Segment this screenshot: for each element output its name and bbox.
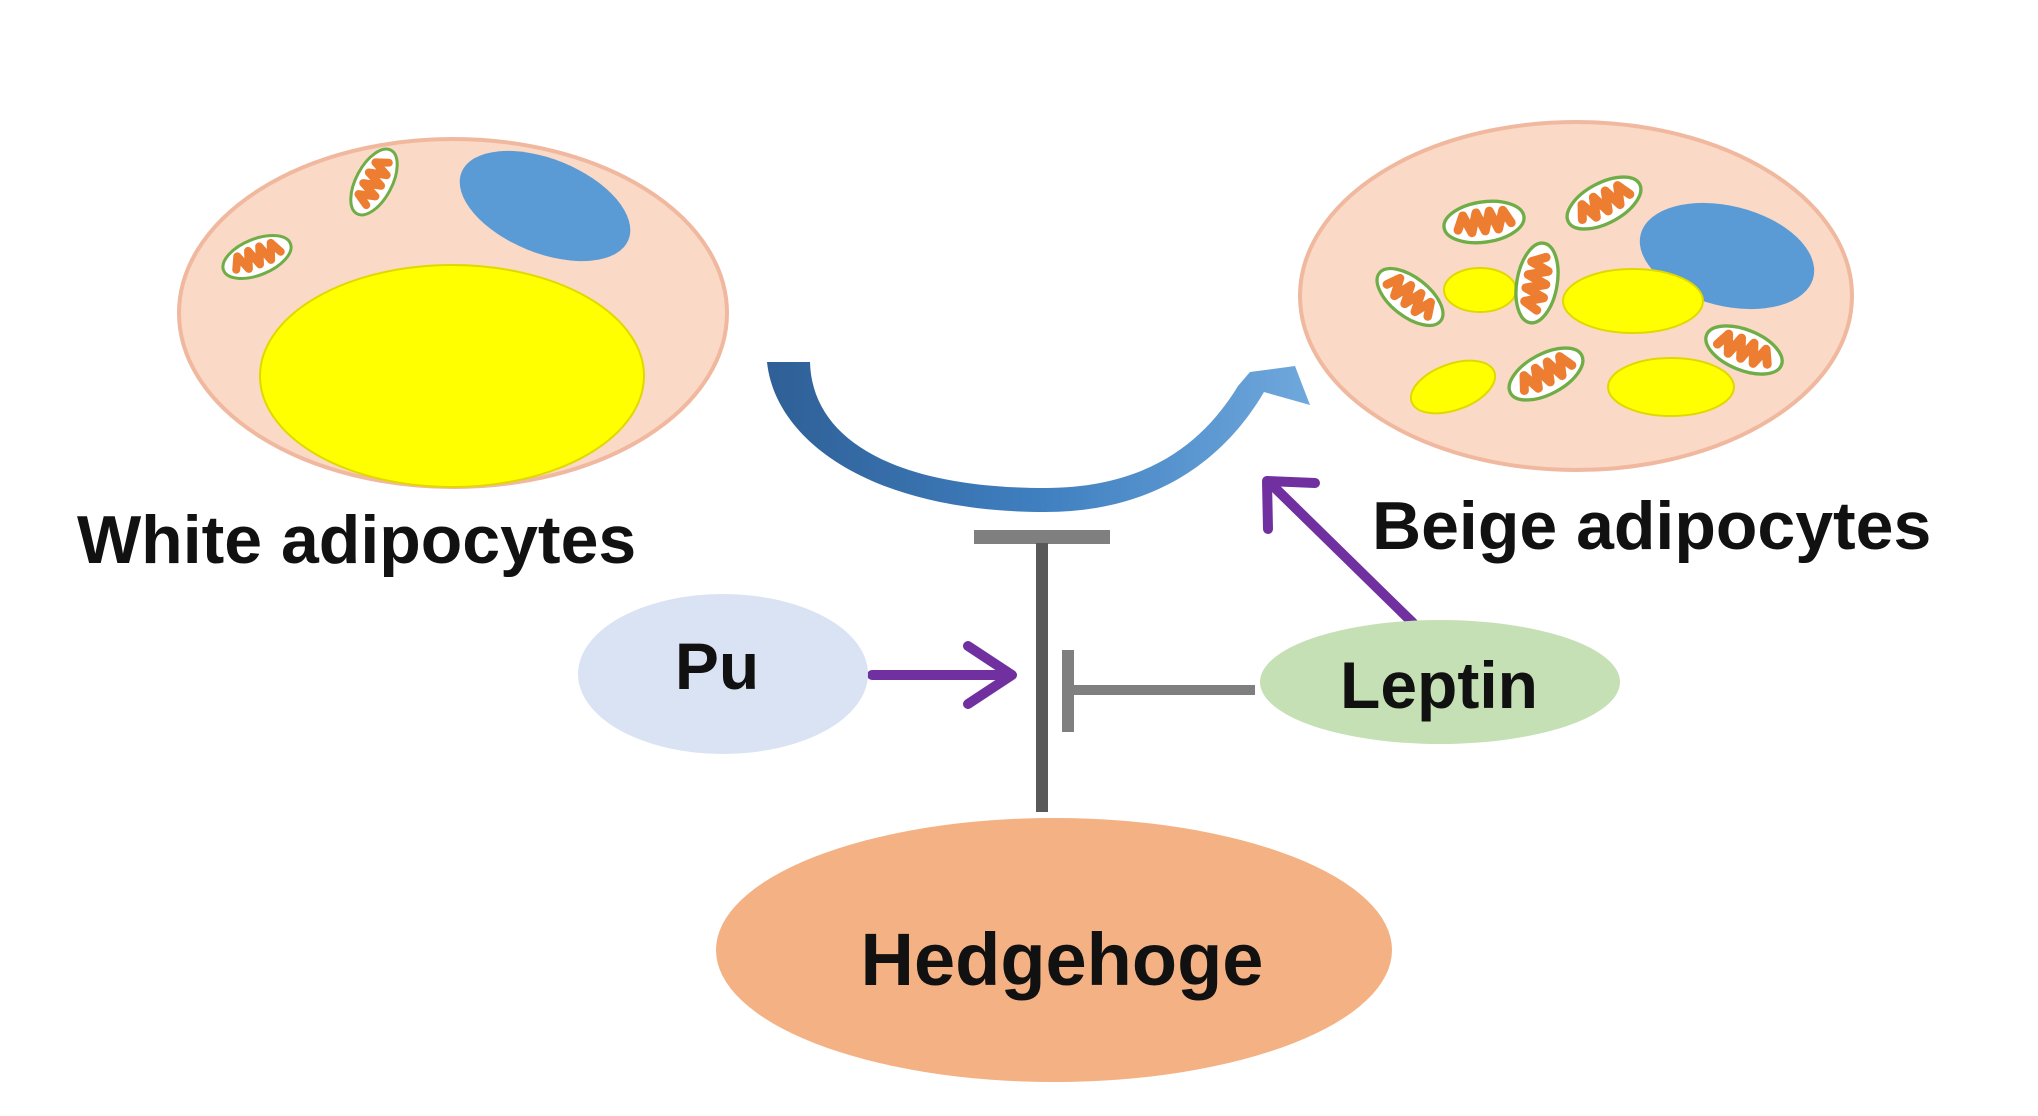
activation-arrow-icon bbox=[1262, 476, 1320, 534]
beige-adipocyte-cell bbox=[1298, 120, 1854, 472]
hedgehog-node bbox=[716, 818, 1392, 1082]
beige-lipid-droplet bbox=[1562, 268, 1704, 334]
leptin-activation-line bbox=[1265, 478, 1418, 628]
white-cell-nucleus bbox=[459, 150, 631, 262]
leptin-label: Leptin bbox=[1340, 648, 1538, 722]
beige-adipocytes-label: Beige adipocytes bbox=[1372, 488, 1931, 564]
beige-lipid-droplet bbox=[1443, 267, 1517, 313]
pu-label: Pu bbox=[675, 629, 759, 703]
pu-node bbox=[578, 594, 868, 754]
leptin-node bbox=[1260, 620, 1620, 744]
hedgehog-label: Hedgehoge bbox=[861, 918, 1264, 1001]
beige-lipid-droplet bbox=[1607, 357, 1735, 417]
activation-arrow-icon bbox=[963, 641, 1017, 709]
white-cell-lipid-droplet bbox=[259, 264, 645, 488]
curved-arrow-icon bbox=[767, 362, 1310, 512]
white-adipocyte-cell bbox=[177, 137, 729, 489]
white-adipocytes-label: White adipocytes bbox=[77, 502, 636, 578]
beige-lipid-droplet bbox=[1409, 359, 1497, 415]
